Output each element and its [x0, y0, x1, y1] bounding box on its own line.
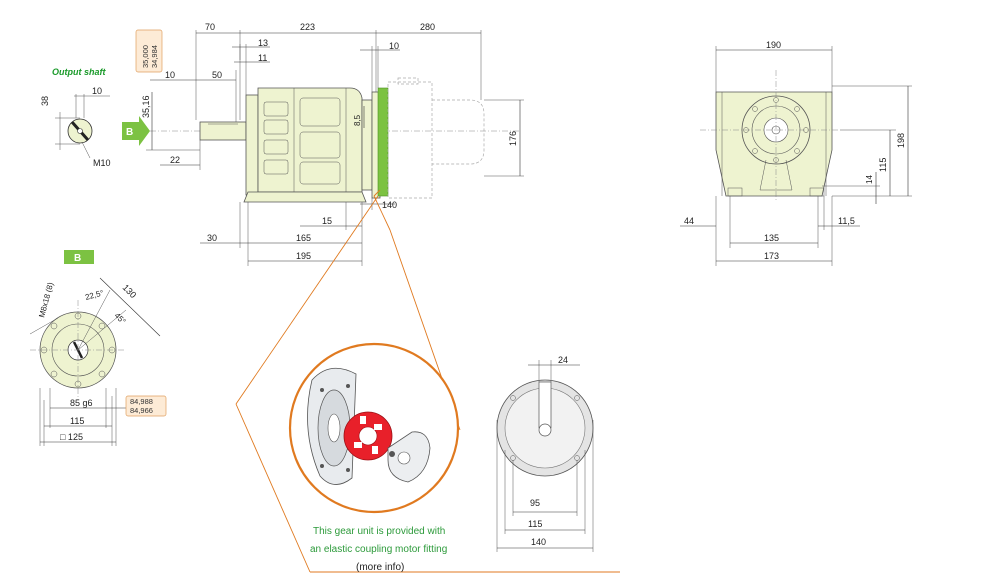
dim-10-shaft: 10 [165, 70, 175, 80]
dim-70: 70 [205, 22, 215, 32]
dim-35-16: 35,16 [141, 95, 151, 118]
callout-leader-bottom [235, 403, 311, 573]
dim-173: 173 [764, 251, 779, 261]
tol-84966: 84,966 [130, 406, 153, 415]
dim-24: 24 [558, 355, 568, 365]
dim-11-5: 11,5 [838, 216, 855, 226]
tolerance-box-pilot [125, 395, 167, 417]
dim-10-flange: 10 [389, 41, 399, 51]
dim-95: 95 [530, 498, 540, 508]
dim-198: 198 [896, 133, 906, 148]
dim-130: 130 [121, 282, 139, 300]
dim-195: 195 [296, 251, 311, 261]
dim-22: 22 [170, 155, 180, 165]
dim-140-side: 140 [382, 200, 397, 210]
dim-115-front: 115 [878, 158, 888, 172]
output-shaft [199, 121, 247, 141]
dim-165: 165 [296, 233, 311, 243]
dim-15: 15 [322, 216, 332, 226]
center-hole [77, 128, 83, 134]
dim-140-motor: 140 [531, 537, 546, 547]
tol-34984: 34,984 [150, 45, 159, 68]
dim-135: 135 [764, 233, 779, 243]
output-shaft-detail: Output shaft 38 10 M10 [40, 67, 111, 168]
tol-84988: 84,988 [130, 397, 153, 406]
view-b-tag [64, 250, 94, 264]
dim-190: 190 [766, 40, 781, 50]
dim-8-5: 8,5 [353, 114, 362, 126]
output-shaft-label: Output shaft [52, 67, 106, 77]
coupling-illustration [307, 367, 431, 485]
tolerance-box-shaft [135, 29, 163, 73]
dim-38: 38 [40, 96, 50, 106]
front-view: 190 198 115 14 44 11,5 135 173 [680, 40, 912, 266]
flange-bolt-thread: M8x18 (8) [37, 281, 55, 318]
view-b-flange: B 130 22,5° 45° M8x18 (8) 85 g6 84,988 8… [29, 250, 167, 446]
dim-115-flange: 115 [70, 416, 84, 426]
dim-44: 44 [684, 216, 694, 226]
tol-35000: 35,000 [141, 45, 150, 68]
coupling-callout: This gear unit is provided with an elast… [235, 189, 620, 573]
keyway-slot [538, 381, 552, 429]
dim-85-g6: 85 g6 [70, 398, 93, 408]
dim-50: 50 [212, 70, 222, 80]
angle-22-5: 22,5° [84, 288, 104, 302]
dim-30: 30 [207, 233, 217, 243]
dim-176: 176 [508, 131, 518, 146]
svg-text:B: B [126, 127, 133, 138]
dim-m10: M10 [93, 158, 111, 168]
mounting-foot [243, 191, 367, 203]
callout-leader-left [235, 195, 379, 405]
dim-13: 13 [258, 38, 268, 48]
motor-flange [377, 87, 389, 197]
caption-line-2: an elastic coupling motor fitting [310, 544, 447, 555]
svg-text:B: B [74, 253, 81, 264]
dim-223: 223 [300, 22, 315, 32]
dim-10-key: 10 [92, 86, 102, 96]
dim-125-square: □ 125 [60, 432, 83, 442]
dim-115-motor: 115 [528, 519, 542, 529]
more-info-link[interactable]: (more info) [356, 562, 404, 573]
view-b-arrow: B [122, 116, 150, 146]
caption-line-1: This gear unit is provided with [313, 526, 445, 537]
motor-outline [387, 77, 485, 199]
dim-14: 14 [865, 175, 874, 184]
angle-45: 45° [113, 311, 128, 326]
side-view: B [122, 22, 524, 266]
dim-11: 11 [258, 53, 267, 63]
gear-housing [243, 87, 389, 203]
motor-end-view: 24 95 115 140 [496, 355, 594, 552]
dim-280: 280 [420, 22, 435, 32]
